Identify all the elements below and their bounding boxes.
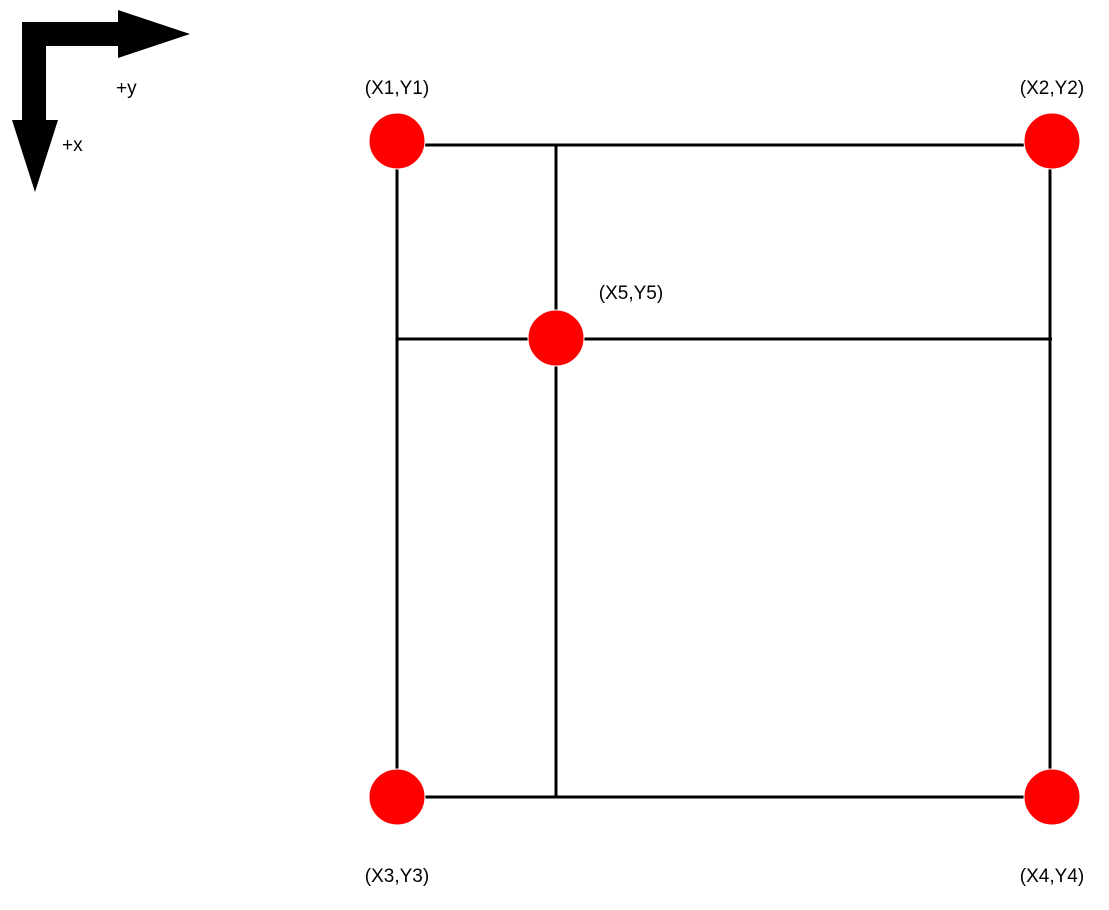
point-labels: (X1,Y1) (X2,Y2) (X3,Y3) (X4,Y4) (X5,Y5) <box>365 78 1084 887</box>
point-4-label: (X4,Y4) <box>1020 866 1084 887</box>
point-3 <box>368 768 426 826</box>
point-5 <box>527 309 585 367</box>
point-3-label: (X3,Y3) <box>365 866 429 887</box>
point-5-label: (X5,Y5) <box>599 283 663 304</box>
point-2 <box>1023 112 1081 170</box>
point-1-label: (X1,Y1) <box>365 78 429 99</box>
points <box>368 112 1081 826</box>
x-axis-label: +x <box>62 135 83 156</box>
point-4 <box>1023 768 1081 826</box>
y-axis-arrow-icon <box>22 10 190 58</box>
point-1 <box>368 112 426 170</box>
x-axis-arrow-icon <box>12 22 58 192</box>
axis-arrows: +y +x <box>12 10 190 192</box>
point-2-label: (X2,Y2) <box>1020 78 1084 99</box>
y-axis-label: +y <box>116 78 137 99</box>
grid-frame <box>395 143 1052 799</box>
